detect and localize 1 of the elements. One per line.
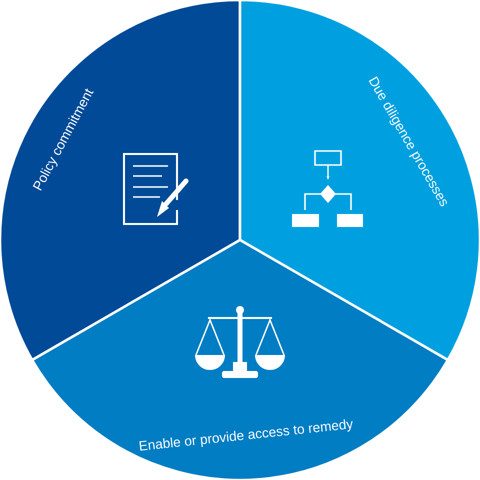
pie-segment: Enable or provide access to remedy [30, 238, 450, 480]
